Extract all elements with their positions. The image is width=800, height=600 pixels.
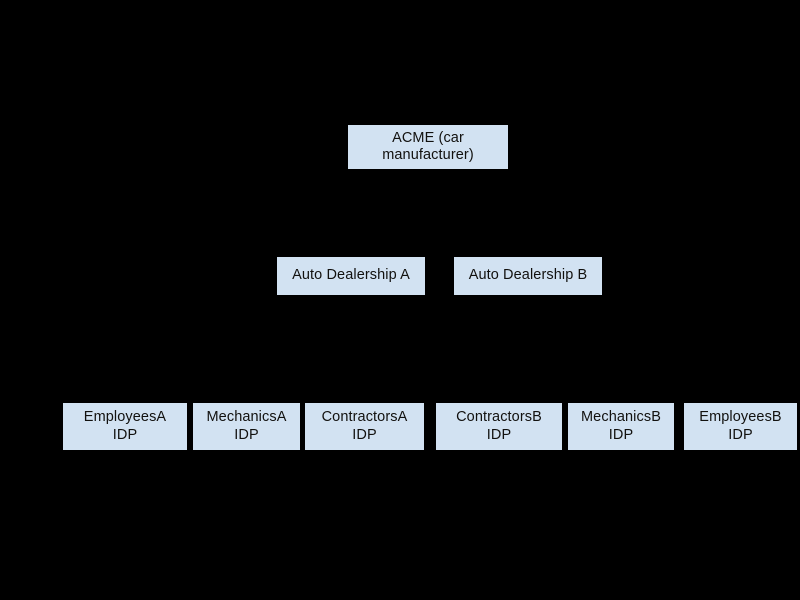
edge-dealership-b-to-contractors-b-idp	[498, 295, 529, 403]
edge-acme-to-dealership-a	[350, 169, 429, 257]
node-label-mechanics-a-idp: MechanicsA IDP	[206, 409, 287, 443]
node-contractors-a-idp[interactable]: ContractorsA IDP	[305, 403, 424, 450]
node-label-contractors-a-idp: ContractorsA IDP	[321, 409, 408, 443]
node-label-dealership-b: Auto Dealership B	[468, 267, 588, 284]
edge-dealership-b-to-employees-b-idp	[527, 295, 741, 403]
node-employees-b-idp[interactable]: EmployeesB IDP	[684, 403, 797, 450]
edge-acme-to-dealership-b	[427, 169, 529, 257]
node-mechanics-a-idp[interactable]: MechanicsA IDP	[193, 403, 300, 450]
node-mechanics-b-idp[interactable]: MechanicsB IDP	[568, 403, 674, 450]
node-contractors-b-idp[interactable]: ContractorsB IDP	[436, 403, 562, 450]
node-label-mechanics-b-idp: MechanicsB IDP	[581, 409, 661, 443]
node-label-acme: ACME (car manufacturer)	[382, 129, 474, 163]
edge-dealership-a-to-contractors-a-idp	[350, 295, 365, 403]
node-acme[interactable]: ACME (car manufacturer)	[348, 125, 508, 169]
node-dealership-b[interactable]: Auto Dealership B	[454, 257, 602, 295]
node-label-contractors-b-idp: ContractorsB IDP	[456, 409, 542, 443]
node-label-employees-a-idp: EmployeesA IDP	[83, 409, 167, 443]
edge-dealership-a-to-mechanics-a-idp	[246, 295, 352, 403]
node-employees-a-idp[interactable]: EmployeesA IDP	[63, 403, 187, 450]
edge-dealership-b-to-mechanics-b-idp	[527, 295, 622, 403]
node-label-dealership-a: Auto Dealership A	[292, 267, 410, 284]
node-dealership-a[interactable]: Auto Dealership A	[277, 257, 425, 295]
edge-dealership-a-to-employees-a-idp	[124, 295, 352, 403]
node-label-employees-b-idp: EmployeesB IDP	[699, 409, 782, 443]
